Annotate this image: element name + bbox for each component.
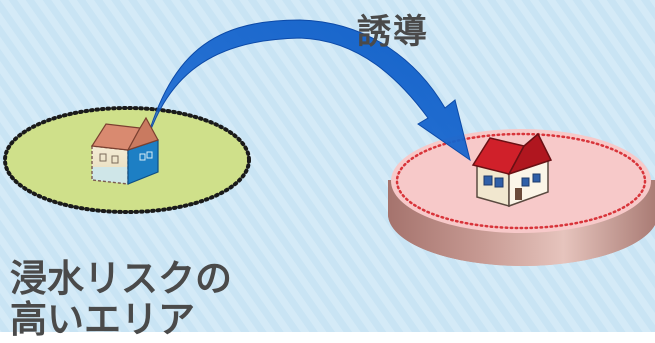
- flood-area-label-line2: 高いエリア: [10, 298, 195, 341]
- safe-raised-area: [388, 129, 655, 266]
- house-safe-icon: [471, 132, 553, 208]
- diagram-graphics: [0, 0, 655, 332]
- flood-area-label-line1: 浸水リスクの: [10, 257, 232, 300]
- arrow-label: 誘導: [357, 12, 429, 52]
- guidance-arrow: [139, 19, 471, 166]
- house-flood-icon: [90, 116, 159, 185]
